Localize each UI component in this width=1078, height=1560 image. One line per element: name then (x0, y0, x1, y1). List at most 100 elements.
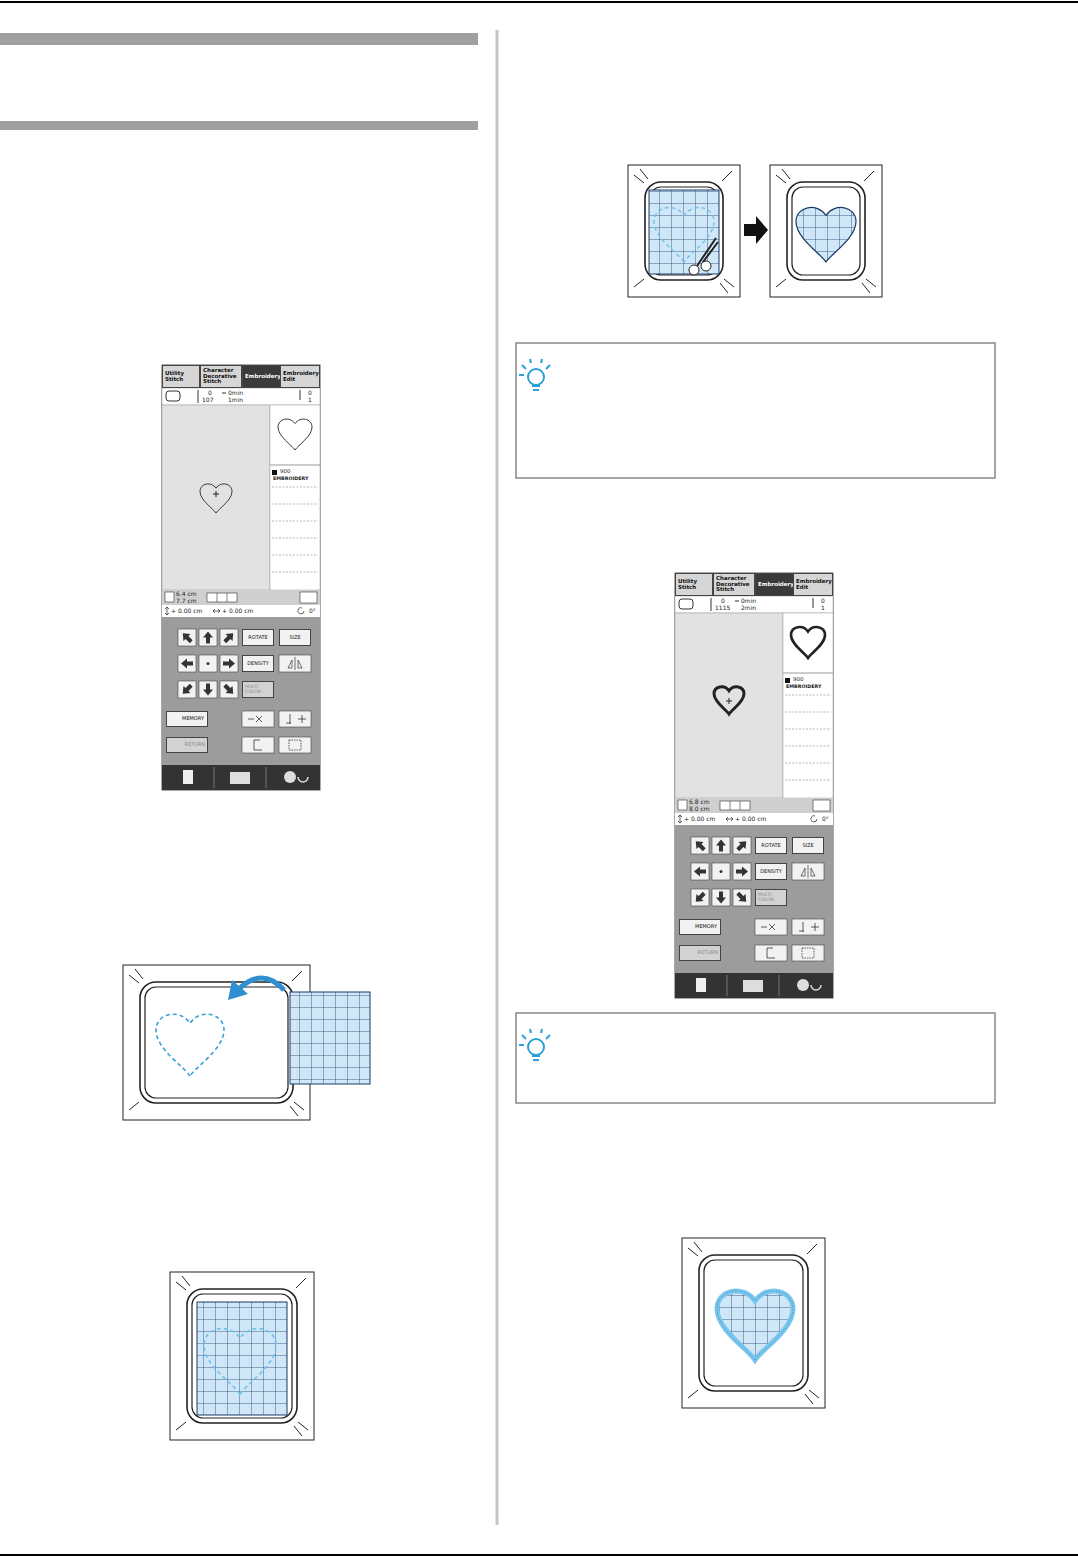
bulb-ray (519, 1044, 524, 1046)
tension-mark (724, 279, 734, 287)
color-slot (272, 572, 318, 573)
tension-mark (688, 1248, 698, 1256)
arrow-glyph (179, 682, 195, 698)
screen-key: DENSITY (755, 863, 787, 880)
stitch-icon (813, 800, 830, 811)
arrow-key (733, 837, 751, 854)
color-slot (785, 729, 831, 730)
bulb (528, 1039, 544, 1055)
setting-icon (797, 979, 809, 991)
hoop-outer (699, 1255, 808, 1391)
arrow-key (691, 837, 709, 854)
tension-mark (294, 1426, 302, 1436)
tension-mark (688, 1390, 698, 1398)
center-mark (726, 698, 732, 704)
display-area (162, 405, 270, 590)
bulb-ray (530, 359, 531, 363)
side-divider (270, 465, 320, 466)
display-area (675, 613, 783, 798)
swap-icon (811, 985, 821, 990)
tension-mark (176, 1282, 186, 1290)
angle-icon (811, 816, 817, 822)
arrow-glyph (716, 892, 726, 904)
center-key-dot (207, 662, 210, 665)
stitch-outline (717, 1291, 793, 1360)
hoop-inner (792, 187, 860, 275)
heart-thumbnail (791, 627, 825, 658)
screen-readout: 0min (741, 598, 756, 604)
tension-mark (176, 1422, 186, 1430)
key-text: Embroidery Edit (796, 579, 832, 591)
screen-readout: 0 (821, 598, 825, 604)
scissor-ring (689, 265, 699, 275)
frame-icon (207, 593, 237, 602)
color-swatch (785, 678, 790, 683)
tension-mark (694, 1242, 702, 1252)
screen-readout: 1min (228, 397, 243, 403)
fabric (170, 1272, 314, 1440)
bar-dividers (214, 767, 266, 788)
mode-tab: Utility Stitch (675, 573, 713, 596)
bar-dividers (727, 975, 779, 996)
position-row (675, 813, 833, 825)
side-column (783, 613, 833, 798)
key-text: ROTATE (248, 635, 267, 640)
mode-tab: Embroidery Edit (280, 365, 320, 388)
screen-readout: 0° (822, 816, 829, 822)
needle-glyph (286, 714, 306, 724)
setting-icon (284, 771, 296, 783)
arrow-key (178, 655, 196, 672)
mode-tab: Character Decorative Stitch (713, 573, 755, 596)
key-text: Embroidery Edit (283, 371, 319, 383)
bulb-ray (541, 1029, 542, 1033)
arrow-glyph (736, 867, 748, 877)
hoop-icon (679, 599, 693, 609)
arrow-key (733, 863, 751, 880)
tension-mark (634, 175, 644, 183)
heart-preview (714, 687, 744, 714)
screen-key: MULTI COLOR (755, 889, 787, 906)
icon-key (279, 737, 311, 753)
key-text: SIZE (289, 635, 300, 640)
place-arrowhead (228, 980, 248, 1000)
screen-readout: + 0.00 cm (171, 608, 202, 614)
fabric-piece (649, 190, 719, 274)
bulb-base (532, 386, 540, 390)
bottom-bar (162, 765, 320, 790)
screen-key: SIZE (279, 629, 311, 646)
color-slot (785, 712, 831, 713)
bottom-rule (0, 1554, 1078, 1556)
angle-icon (298, 608, 304, 614)
fabric-piece (197, 1302, 287, 1415)
heading-bar (0, 121, 478, 130)
tension-mark (129, 975, 139, 983)
screen-readout: EMBROIDERY (273, 477, 308, 482)
screen-readout: 6.4 cm (176, 591, 197, 597)
hoop-inner (650, 187, 718, 275)
cut-glyph (761, 924, 775, 930)
arrow-key (712, 889, 730, 906)
dashed-heart (204, 1329, 276, 1394)
page-icon (183, 770, 193, 784)
screen-key: ROTATE (242, 629, 274, 646)
screen-readout: 7.7 cm (176, 598, 197, 604)
trial-glyph (802, 948, 814, 958)
arrow-glyph (694, 867, 706, 877)
mode-tab: Embroidery (242, 365, 282, 388)
icon-key (755, 945, 787, 961)
mode-tab: Utility Stitch (162, 365, 200, 388)
arrow-glyph (221, 630, 237, 646)
swap-icon (298, 777, 308, 782)
arrow-key (712, 837, 730, 854)
arrow-key (691, 889, 709, 906)
screen-key: RETURN (166, 737, 208, 753)
tension-mark (294, 1102, 304, 1110)
heart-thumbnail (278, 419, 312, 450)
tension-mark (864, 171, 874, 181)
arrow-glyph (223, 659, 235, 669)
lcd-screen (675, 573, 833, 998)
color-slot (272, 487, 318, 488)
mode-tab: Embroidery Edit (793, 573, 833, 596)
key-text: Utility Stitch (678, 579, 710, 591)
